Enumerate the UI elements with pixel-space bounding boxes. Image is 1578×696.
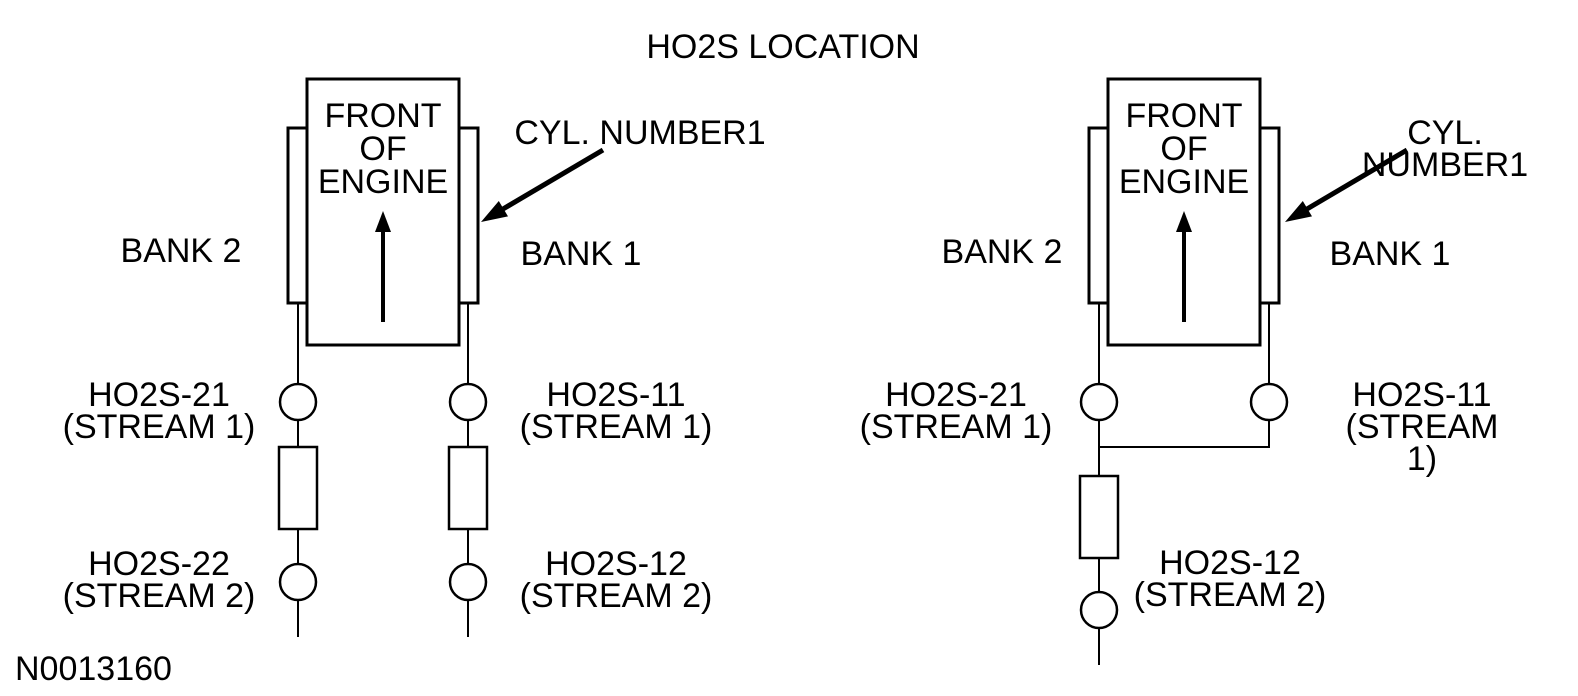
sensor-label-ho2s11: HO2S-11 (STREAM 1) [1345,376,1499,478]
catalyst-bank1 [447,445,489,531]
front-of-engine-label: FRONT OF ENGINE [1118,97,1250,201]
sensor-label-ho2s12: HO2S-12 (STREAM 2) [519,545,713,615]
cyl-number-label: CYL. NUMBER1 [1361,114,1529,184]
front-direction-arrowhead-icon [375,211,391,232]
part-number: N0013160 [15,650,172,688]
diagram-dual-exhaust [277,77,605,637]
figure-title: HO2S LOCATION [646,28,920,66]
bank-1-label: BANK 1 [520,235,642,273]
o2-sensor-downstream-bank1 [448,562,488,602]
front-of-engine-label: FRONT OF ENGINE [317,97,449,201]
sensor-label-ho2s22: HO2S-22 (STREAM 2) [62,545,256,615]
cyl-number-label: CYL. NUMBER1 [514,114,766,152]
catalyst-bank2 [277,445,319,531]
exhaust-pipe-bank1-ypipe [1099,303,1270,448]
sensor-label-ho2s12: HO2S-12 (STREAM 2) [1133,544,1327,614]
cyl-number-pointer-arrow-icon [1305,147,1409,212]
cyl-number-pointer-arrow-icon [501,147,605,212]
o2-sensor-downstream-bank2 [278,562,318,602]
diagram-y-pipe-exhaust [1078,77,1409,665]
sensor-label-ho2s21: HO2S-21 (STREAM 1) [62,376,256,446]
cyl-number-pointer-arrowhead-icon [481,201,508,222]
sensor-label-ho2s21: HO2S-21 (STREAM 1) [859,376,1053,446]
o2-sensor-upstream-bank1 [1249,382,1289,422]
cyl-number-pointer-arrowhead-icon [1285,201,1312,222]
bank-2-label: BANK 2 [120,232,242,270]
o2-sensor-upstream-bank1 [448,382,488,422]
sensor-label-ho2s11: HO2S-11 (STREAM 1) [519,376,713,446]
o2-sensor-upstream-bank2 [278,382,318,422]
o2-sensor-downstream-merged [1079,590,1119,630]
catalyst-merged [1078,474,1120,560]
o2-sensor-upstream-bank2 [1079,382,1119,422]
front-direction-arrowhead-icon [1176,211,1192,232]
bank-1-label: BANK 1 [1329,235,1451,273]
bank-2-label: BANK 2 [941,233,1063,271]
